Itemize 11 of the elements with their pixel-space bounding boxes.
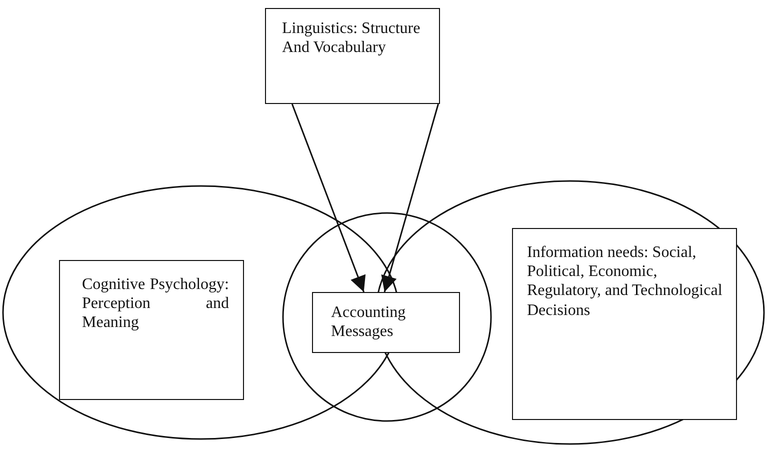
text-box: [512, 228, 737, 420]
arrow: [291, 104, 366, 292]
box-text: Linguistics: Structure And Vocabulary: [282, 19, 422, 58]
arrow: [381, 104, 439, 292]
box-text: Cognitive Psychology: Perception and Meaning: [82, 275, 229, 333]
text-box: [265, 8, 440, 104]
text-box: [312, 292, 460, 353]
box-text: Information needs: Social, Political, Economic, Regulatory, and Technological Decisions: [527, 243, 724, 320]
circle-shape: [282, 212, 492, 422]
text-box: [59, 260, 244, 400]
box-text: Accounting Messages: [331, 303, 407, 342]
